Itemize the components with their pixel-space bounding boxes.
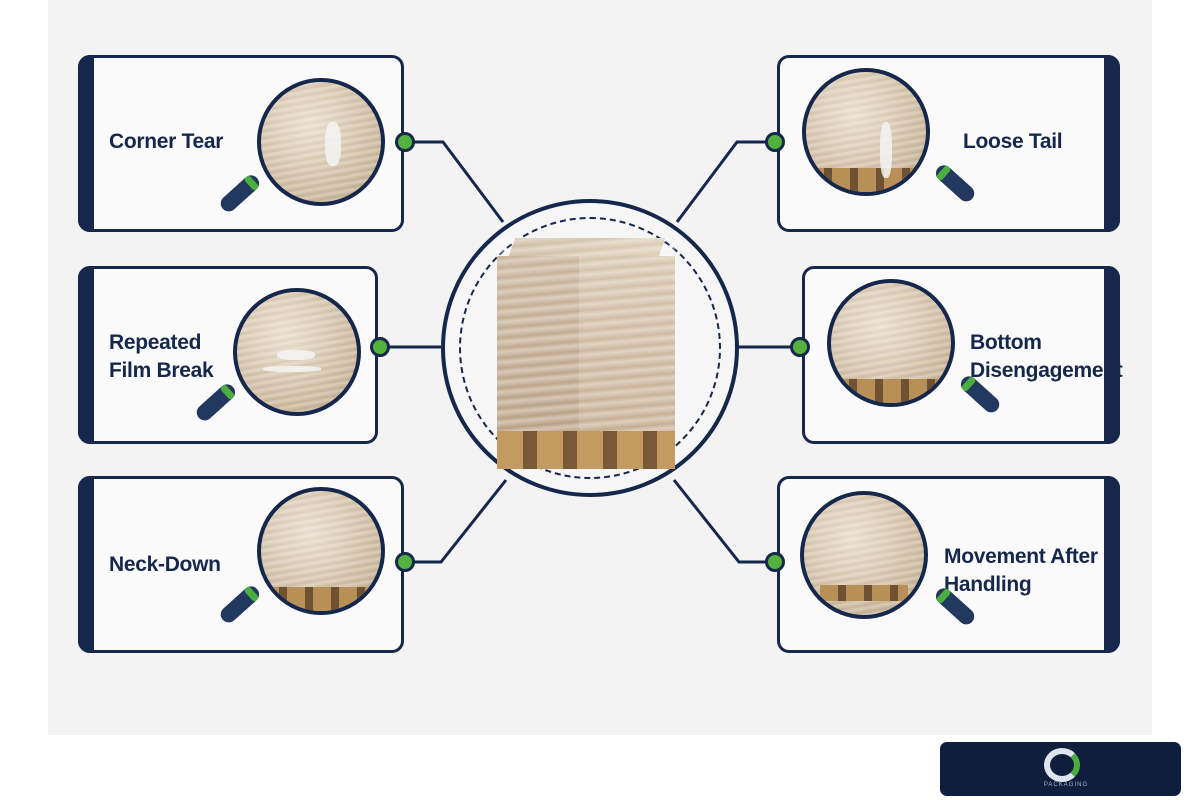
connector-corner-tear — [410, 140, 505, 223]
connector-loose-tail — [675, 140, 770, 223]
magnifier-lens-loose-tail — [802, 68, 930, 196]
magnifier-lens-corner-tear — [257, 78, 385, 206]
connector-neck-down — [410, 479, 508, 564]
magnifier-handle-icon — [217, 583, 263, 626]
label-corner-tear: Corner Tear — [109, 130, 224, 153]
connector-node-corner-tear — [395, 132, 415, 152]
card-movement-after-handling: Movement After Handling — [777, 476, 1120, 653]
card-corner-tear: Corner Tear — [78, 55, 404, 232]
magnifier-handle-icon — [932, 162, 978, 205]
magnifier-lens-bottom-disengagement — [827, 279, 955, 407]
magnifier-handle-icon — [217, 172, 263, 215]
company-logo: PACKAGING — [940, 742, 1181, 796]
card-loose-tail: Loose Tail — [777, 55, 1120, 232]
magnifier-lens-movement-after-handling — [800, 491, 928, 619]
label-bottom-disengagement: Bottom Disengagement — [970, 331, 1123, 382]
label-movement-after-handling: Movement After Handling — [944, 545, 1098, 596]
logo-mark-icon — [1044, 748, 1080, 782]
central-hub-dashed-ring — [459, 217, 721, 479]
logo-brand-text: PACKAGING — [1043, 782, 1089, 788]
card-repeated-film-break: Repeated Film Break — [78, 266, 378, 444]
connector-node-movement-after-handling — [765, 552, 785, 572]
card-neck-down: Neck-Down — [78, 476, 404, 653]
label-loose-tail: Loose Tail — [963, 130, 1063, 153]
connector-movement-after-handling — [672, 479, 770, 564]
connector-node-bottom-disengagement — [790, 337, 810, 357]
magnifier-lens-neck-down — [257, 487, 385, 615]
label-neck-down: Neck-Down — [109, 553, 221, 576]
magnifier-lens-repeated-film-break — [233, 288, 361, 416]
label-repeated-film-break: Repeated Film Break — [109, 331, 214, 382]
connector-node-loose-tail — [765, 132, 785, 152]
connector-node-repeated-film-break — [370, 337, 390, 357]
card-bottom-disengagement: Bottom Disengagement — [802, 266, 1123, 444]
wrapped-pallet-image — [497, 238, 682, 473]
magnifier-handle-icon — [193, 381, 239, 424]
connector-node-neck-down — [395, 552, 415, 572]
